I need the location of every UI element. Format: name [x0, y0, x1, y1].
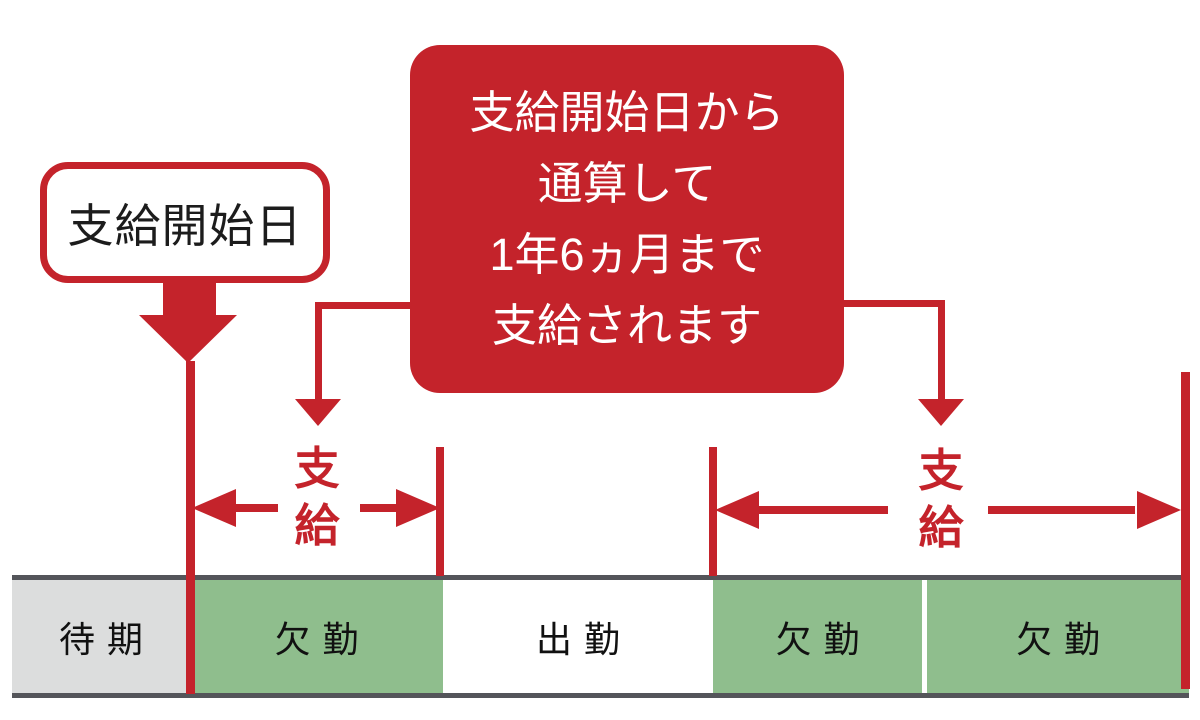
first-span-line-right — [360, 504, 400, 512]
timeline-segment-label: 欠勤 — [274, 618, 371, 660]
timeline-segment-waiting: 待期 — [12, 580, 190, 693]
timeline-segment-label: 欠勤 — [1015, 618, 1112, 660]
second-span-right-arrowhead-icon — [1137, 491, 1181, 529]
first-span-line-left — [234, 504, 278, 512]
payment-start-label: 支給開始日 — [67, 199, 303, 252]
timeline-segment-label: 待期 — [58, 618, 155, 660]
second-span-line-left — [757, 506, 888, 514]
note-line-1: 支給開始日から — [469, 87, 785, 138]
payment-start-marker-line — [186, 361, 195, 694]
note-connector-left-horizontal — [315, 302, 415, 309]
period-end-marker-line — [1181, 372, 1190, 689]
timeline-bar: 待期 欠勤 出勤 欠勤 欠勤 — [12, 575, 1189, 698]
first-span-right-arrowhead-icon — [396, 489, 440, 527]
second-span-label: 支給 — [918, 445, 964, 553]
timeline-segment-attendance: 出勤 — [443, 580, 713, 693]
second-span-line-right — [988, 506, 1135, 514]
payment-duration-note: 支給開始日から 通算して 1年6ヵ月まで 支給されます — [410, 45, 844, 393]
note-connector-right-vertical — [938, 300, 945, 402]
timeline-segment-absence-3: 欠勤 — [927, 580, 1189, 693]
note-line-4: 支給されます — [491, 300, 762, 351]
note-connector-right-arrowhead-icon — [918, 399, 964, 426]
note-connector-left-arrowhead-icon — [295, 399, 341, 426]
timeline-segment-label: 出勤 — [535, 618, 632, 660]
payment-start-block-arrow-head — [139, 315, 237, 363]
timeline-segment-label: 欠勤 — [775, 618, 872, 660]
first-span-label: 支給 — [294, 443, 340, 551]
first-span-left-arrowhead-icon — [192, 489, 236, 527]
payment-start-block-arrow-shaft — [163, 281, 216, 317]
second-span-start-marker-line — [709, 447, 717, 576]
second-span-left-arrowhead-icon — [715, 491, 759, 529]
note-connector-left-vertical — [315, 302, 322, 402]
payment-start-callout: 支給開始日 — [40, 162, 330, 283]
note-connector-right-horizontal — [840, 300, 945, 307]
note-line-3: 1年6ヵ月まで — [489, 229, 765, 280]
note-line-2: 通算して — [537, 158, 717, 209]
timeline-segment-absence-1: 欠勤 — [190, 580, 443, 693]
timeline-segment-absence-2: 欠勤 — [713, 580, 927, 693]
first-span-end-marker-line — [436, 447, 444, 576]
